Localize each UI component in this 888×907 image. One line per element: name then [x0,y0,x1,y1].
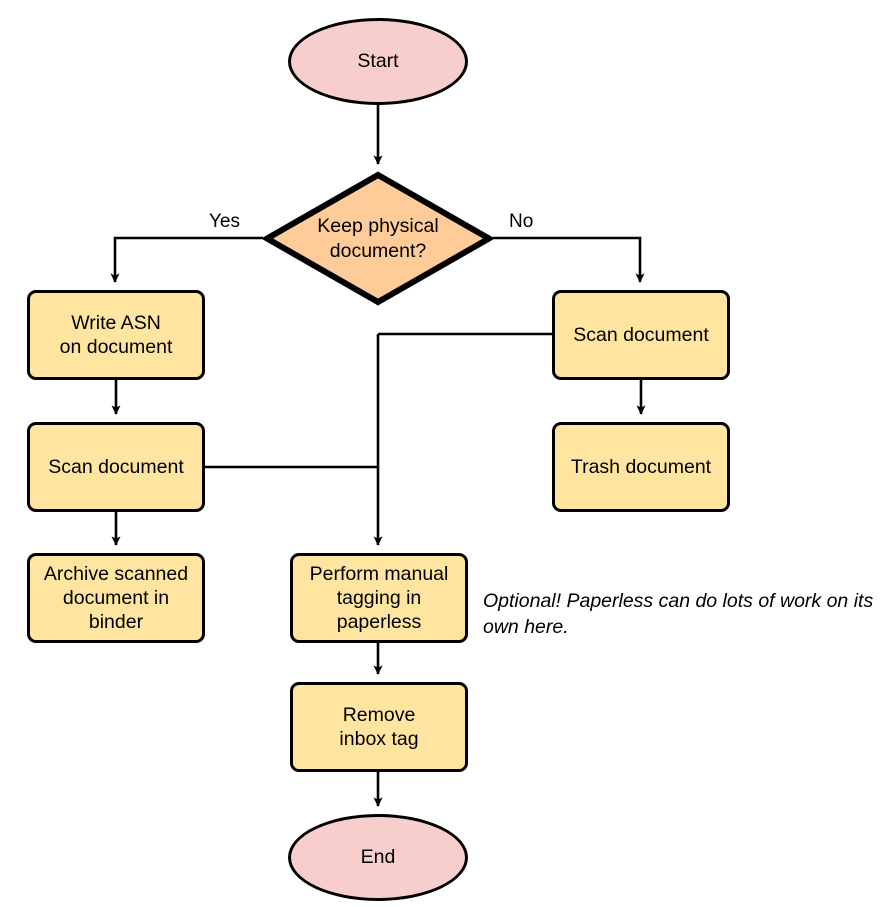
edge-decision-yes-to-write-asn [110,236,263,283]
node-start[interactable]: Start [288,18,468,105]
node-decision-label: Keep physical document? [317,215,439,262]
node-scan-left-label: Scan document [48,455,184,478]
note-optional-paperless: Optional! Paperless can do lots of work … [483,590,874,639]
node-remove-inbox-tag[interactable]: Remove inbox tag [290,682,468,772]
diamond-shape [263,171,493,306]
node-trash-document[interactable]: Trash document [552,422,730,512]
node-end[interactable]: End [288,814,468,901]
node-start-label: Start [357,50,399,73]
node-end-label: End [360,846,396,869]
node-perform-manual-tagging-in-paperless[interactable]: Perform manual tagging in paperless [290,553,468,643]
edge-decision-no-to-scan-right [493,236,645,283]
node-write-asn-on-document[interactable]: Write ASN on document [27,290,205,380]
node-keep-physical-document-decision[interactable]: Keep physical document? [263,171,493,306]
node-archive-scanned-document-in-binder[interactable]: Archive scanned document in binder [27,553,205,643]
node-trash-label: Trash document [570,455,712,478]
edge-label-no: No [509,211,534,232]
edge-label-yes: Yes [209,211,240,232]
node-remove-tag-label: Remove inbox tag [339,703,419,750]
node-scan-document-keep-branch[interactable]: Scan document [27,422,205,512]
node-archive-label: Archive scanned document in binder [43,562,189,634]
node-scan-document-discard-branch[interactable]: Scan document [552,290,730,380]
node-tagging-label: Perform manual tagging in paperless [309,562,449,634]
node-write-asn-label: Write ASN on document [59,311,173,358]
node-scan-right-label: Scan document [573,323,709,346]
